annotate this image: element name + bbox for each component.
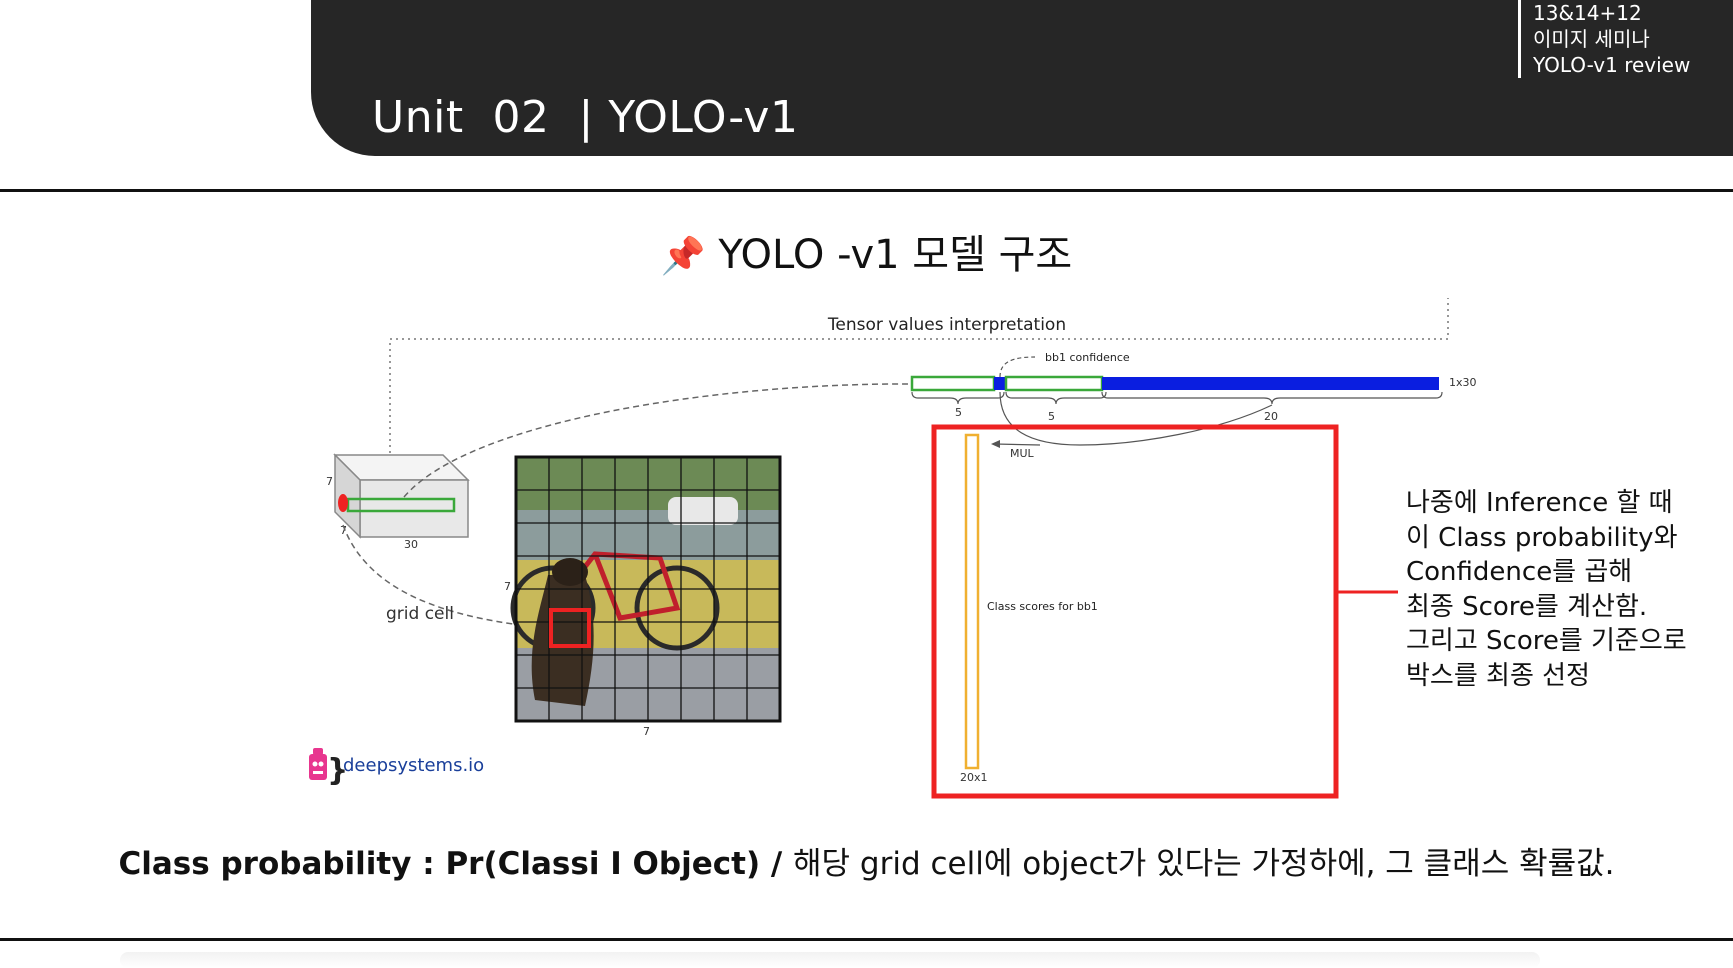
note-line: 나중에 Inference 할 때 [1406,488,1673,518]
segment-brace-20 [1101,391,1443,405]
seminar-info-line: 13&14+12 [1533,1,1642,25]
inference-note: 나중에 Inference 할 때 이 Class probability와 C… [1406,486,1687,693]
tensor-frame-dotted [389,298,1449,453]
output-tensor-cube [333,453,470,539]
deepsystems-logo-text: deepsystems.io [343,755,484,776]
vector-size-label: 1x30 [1449,376,1477,389]
grid-cell-label: grid cell [386,604,454,624]
class-probability-caption: Class probability : Pr(Classi I Object) … [0,838,1733,883]
seminar-info-line: YOLO-v1 review [1533,53,1691,77]
unit-title: Unit 02 | YOLO-v1 [372,92,799,143]
class-scores-bar [964,433,980,770]
class-bar-size-label: 20x1 [960,771,988,784]
selected-grid-cell [549,608,591,648]
cube-to-vector-connector [403,383,911,498]
segment-5a-label: 5 [955,406,962,419]
note-line: Confidence를 곱해 [1406,557,1633,587]
segment-brace-5b [1005,391,1107,405]
caption-normal: 해당 grid cell에 object가 있다는 가정하에, 그 클래스 확률… [793,846,1615,882]
grid-cell-connector [342,524,514,625]
bottom-shadow [120,952,1540,968]
grid-dim-7-left: 7 [504,580,511,593]
pushpin-icon: 📌 [660,236,706,277]
mul-arrow [994,443,1041,446]
segment-5b-label: 5 [1048,410,1055,423]
mul-arrowhead [991,440,1000,448]
segment-20-label: 20 [1264,410,1278,423]
header-bar [311,0,1733,156]
cube-dim-7-bottom: 7 [340,524,347,537]
highlight-box [931,424,1339,799]
seminar-info-line: 이미지 세미나 [1533,27,1650,51]
mul-curve [999,391,1273,446]
caption-bold: Class probability : Pr(Classi I Object) … [118,846,794,882]
cube-dim-7-left: 7 [326,475,333,488]
input-image-grid [510,455,782,723]
bb1-confidence-label: bb1 confidence [1045,351,1130,364]
section-title-text: YOLO -v1 모델 구조 [718,232,1073,278]
deepsystems-logo-icon: } [309,748,348,788]
note-line: 박스를 최종 선정 [1406,660,1590,691]
note-line: 그리고 Score를 기준으로 [1406,626,1687,656]
note-line: 이 Class probability와 [1406,522,1678,553]
segment-brace-5a [911,391,1005,405]
grid-dim-7-bottom: 7 [643,725,650,738]
note-line: 최종 Score를 계산함. [1406,591,1648,622]
section-title: 📌 YOLO -v1 모델 구조 [0,222,1733,280]
svg-text:}: } [327,753,348,788]
top-divider [0,189,1733,192]
cube-dim-30: 30 [404,538,418,551]
bb1-confidence-pointer [999,356,1036,378]
mul-label: MUL [1010,447,1035,460]
class-scores-label: Class scores for bb1 [987,600,1098,613]
bottom-divider [0,938,1733,941]
tensor-title: Tensor values interpretation [827,315,1066,335]
seminar-info: 13&14+12 이미지 세미나 YOLO-v1 review [1518,0,1690,78]
prediction-vector-1x30 [910,375,1439,392]
